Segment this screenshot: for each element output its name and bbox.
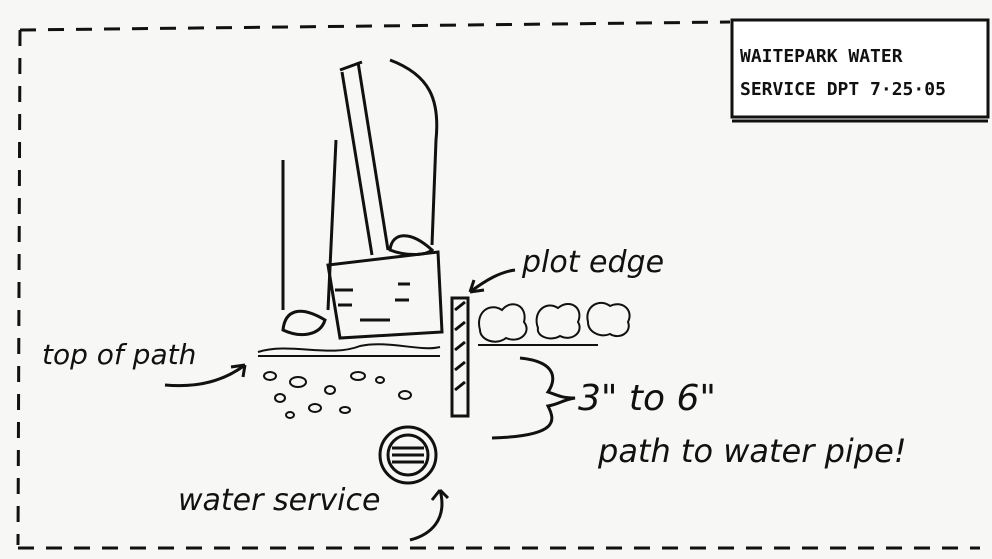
- stamp-line-2: SERVICE DPT 7·25·05: [740, 79, 946, 100]
- top-of-path-label: top of path: [42, 338, 196, 371]
- plot-edge-board: [452, 298, 468, 416]
- depth-bracket: [492, 358, 575, 438]
- path-stones: [258, 344, 440, 418]
- shrubs: [478, 303, 630, 345]
- water-pipe: [380, 427, 436, 483]
- shovel-illustration: [283, 60, 442, 338]
- depth-range-label: 3" to 6": [578, 378, 716, 419]
- stamp-line-1: WAITEPARK WATER: [740, 46, 903, 67]
- water-service-label: water service: [178, 483, 380, 518]
- stamp-box: WAITEPARK WATER SERVICE DPT 7·25·05: [732, 20, 988, 121]
- depth-note-label: path to water pipe!: [597, 432, 907, 470]
- plot-edge-label: plot edge: [521, 245, 664, 280]
